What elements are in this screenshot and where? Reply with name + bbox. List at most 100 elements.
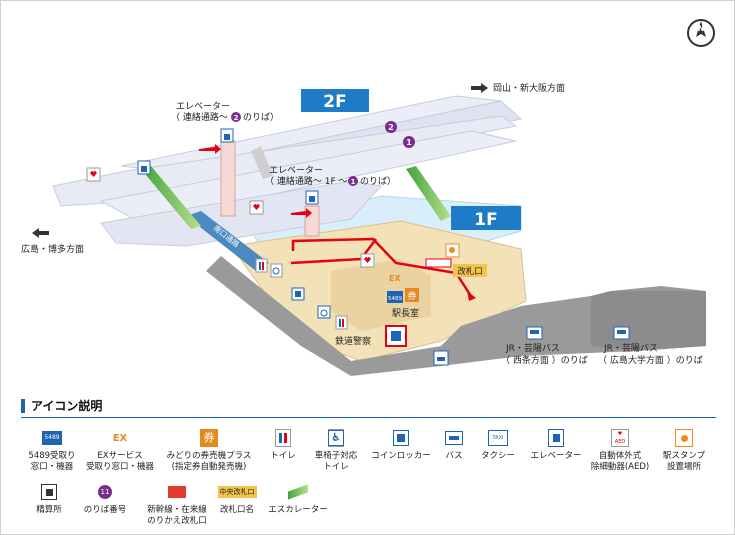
legend-item-elevator: エレベーター [525, 429, 587, 462]
bus-saijo-label-2: （ 西条方面 ）のりば [501, 354, 588, 366]
coin-locker-icon [391, 429, 411, 447]
platform-1-marker [403, 136, 415, 148]
svg-text:EX: EX [389, 274, 401, 283]
elevator-2f-label-2: （ 連絡通路〜 [171, 111, 228, 123]
fare-adjustment-icon [39, 483, 59, 501]
elevator-1f-label-1: エレベーター [269, 165, 323, 176]
route-arrow-icon [291, 208, 312, 218]
legend-item-escalator: エスカレーター [267, 483, 329, 516]
railway-police-label: 鉄道警察 [335, 335, 371, 347]
legend-title: アイコン説明 [21, 399, 102, 413]
aed-icon [360, 253, 375, 268]
elevator-shaft-2f [220, 140, 236, 217]
floor-1f-label: 1F [474, 210, 497, 230]
elevator-icon [305, 190, 319, 205]
route-arrow-icon [467, 291, 476, 301]
svg-text:券: 券 [407, 290, 416, 302]
legend-item-ticket-machine: 券 みどりの券売機プラス(指定券自動発売機) [166, 429, 252, 472]
legend-item-5489: 5489 5489受取り窓口・機器 [23, 429, 81, 473]
floor-2f-label: 2F [323, 92, 346, 112]
platform-number-icon [231, 112, 241, 122]
bus-terminal-area [591, 291, 706, 351]
bus-icon [613, 326, 630, 340]
platform-2f-left [52, 115, 518, 207]
legend-item-wheelchair: ♿ [326, 429, 346, 451]
aed-icon: ♥AED [610, 429, 630, 447]
south-passage [186, 211, 269, 271]
coin-locker-icon [385, 325, 407, 347]
ticket-office-5489-icon: 5489 [42, 429, 62, 447]
station-master-label: 駅長室 [392, 307, 419, 319]
legend-item-fare-adjustment: 精算所 [29, 483, 69, 516]
legend-item-stamp: 駅スタンプ設置場所 [655, 429, 713, 473]
elevator-icon [220, 128, 234, 143]
ticket-machine-plus-icon: 券 [199, 429, 219, 447]
elevator-2f-label-3: のりば） [243, 112, 279, 123]
legend-item-aed: ♥AED 自動体外式除細動器(AED) [590, 429, 650, 472]
toilet-icon [255, 258, 268, 273]
svg-text:5489: 5489 [388, 296, 402, 302]
elevator-icon [546, 429, 566, 447]
compass-icon: N [687, 19, 715, 47]
transfer-gate-icon [167, 483, 187, 501]
svg-text:1: 1 [351, 178, 356, 186]
escalator-icon [288, 483, 308, 501]
svg-text:1: 1 [406, 138, 412, 147]
coin-locker-icon [291, 287, 305, 301]
toilet-icon [273, 429, 293, 447]
legend-item-gate-name: 中央改札口 改札口名 [215, 483, 259, 516]
wheelchair-icon [317, 305, 331, 319]
escalator-icon [141, 166, 201, 229]
compass-label: N [698, 24, 705, 33]
ticket-gate-label: 改札口 [457, 266, 483, 277]
floor-1f-badge [451, 206, 521, 230]
route-arrow-icon [199, 144, 221, 154]
aed-icon [86, 167, 101, 182]
ticket-office-5489-icon: 5489 [387, 291, 403, 303]
floor-2f-badge [301, 89, 369, 112]
dest-okayama-label: 岡山・新大阪方面 [493, 82, 565, 94]
ex-service-icon: EX [389, 274, 401, 283]
bus-icon [526, 326, 543, 340]
legend-item-bus: バス [437, 429, 471, 462]
gate-name-icon: 中央改札口 [217, 486, 257, 498]
direction-arrow-icon [32, 228, 49, 238]
bus-hiroshima-univ-label-1: JR・芸陽バス [603, 342, 658, 354]
taxi-icon: TAXI [488, 429, 508, 447]
legend-divider [21, 417, 716, 418]
stairs [251, 146, 273, 179]
aed-icon [249, 200, 264, 215]
platform-2f-lower [99, 130, 517, 224]
svg-text:2: 2 [234, 114, 239, 122]
legend-item-ex: EX EXサービス受取り窓口・機器 [85, 429, 155, 473]
elevator-2f-label-1: エレベーター [176, 101, 230, 112]
legend-item-toilet: トイレ [263, 429, 303, 462]
ex-service-icon: EX [112, 432, 128, 444]
legend-item-platform-number: 11 のりば番号 [79, 483, 131, 516]
stamp-icon [674, 429, 694, 447]
station-office-block [331, 259, 431, 331]
legend-item-taxi: TAXI タクシー [475, 429, 521, 462]
direction-arrow-icon [471, 83, 488, 93]
legend-item-transfer-gate: 新幹線・在来線のりかえ改札口 [141, 483, 213, 527]
platform-number-icon: 11 [95, 483, 115, 501]
ticket-gate-icon [425, 258, 452, 268]
elevator-1f-label-2: （ 連絡通路〜 1F 〜 [265, 175, 348, 187]
stamp-icon [445, 243, 460, 258]
wheelchair-toilet-icon [270, 263, 283, 278]
elevator-1f-label-3: のりば） [360, 176, 396, 187]
bus-saijo-label-1: JR・芸陽バス [505, 342, 560, 354]
dest-hiroshima-label: 広島・博多方面 [21, 243, 84, 255]
ticket-machine-plus-icon: 券 [405, 288, 419, 302]
legend-item-coin-locker: コインロッカー [369, 429, 433, 462]
ground-road [206, 256, 706, 376]
platform-2-marker [385, 121, 397, 133]
escalator-icon [406, 166, 451, 221]
ticket-gate-sign [453, 264, 487, 277]
svg-text:2: 2 [388, 123, 394, 132]
wheelchair-icon: ♿ [326, 429, 346, 447]
taxi-icon [433, 350, 449, 366]
platform-number-icon [348, 176, 358, 186]
